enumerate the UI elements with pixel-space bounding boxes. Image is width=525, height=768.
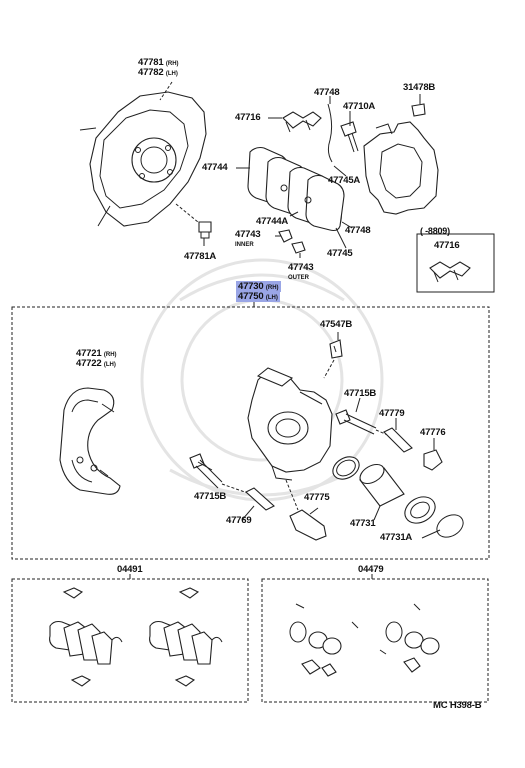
pad-kit-frame [11, 578, 249, 703]
piston-47731 [359, 463, 405, 507]
label-47748-bottom: 47748 [345, 225, 371, 236]
label-47750-number: 47750 [238, 291, 264, 302]
cylinder-kit-contents [289, 603, 440, 677]
leader-lines [197, 94, 441, 539]
cylinder-kit-frame [261, 578, 489, 703]
cylinder-boot [404, 496, 436, 524]
label-47715b-right: 47715B [344, 388, 377, 399]
cap-31478b [411, 103, 426, 117]
sleeve-47769 [245, 487, 275, 511]
label-47731a: 47731A [380, 532, 413, 543]
label-47779: 47779 [379, 408, 405, 419]
label-47730: 47730 (RH) [236, 281, 281, 293]
label-47716-top: 47716 [235, 112, 261, 123]
caliper-assembly-frame [11, 306, 490, 560]
label-kit-04491: 04491 [117, 564, 143, 575]
label-47722: 47722 (LH) [76, 359, 116, 370]
label-47782: 47782 (LH) [138, 68, 178, 79]
label-47781-side: (RH) [165, 61, 179, 67]
caliper-support [363, 121, 439, 215]
piston-seal [332, 456, 360, 480]
label-47716-inset: 47716 [434, 240, 460, 251]
caliper-body [247, 367, 333, 481]
label-47744: 47744 [202, 162, 228, 173]
wear-indicator-47743 [278, 229, 306, 254]
label-47722-number: 47722 [76, 358, 102, 369]
label-47782-number: 47782 [138, 67, 164, 78]
boot-47776 [423, 449, 443, 471]
label-47769: 47769 [226, 515, 252, 526]
label-47745: 47745 [327, 248, 353, 259]
label-47730-number: 47730 [238, 281, 264, 292]
label-47743-outer: 47743 [288, 262, 314, 273]
brake-pads-47744 [247, 146, 345, 232]
label-47731: 47731 [350, 518, 376, 529]
label-47721-side: (RH) [103, 352, 117, 358]
bolt-47781a [198, 221, 212, 239]
label-inner-word: INNER [235, 242, 254, 248]
set-ring-47731a [436, 514, 464, 538]
label-inset-range: ( -8809) [420, 226, 450, 236]
label-kit-04479: 04479 [358, 564, 384, 575]
bleeder-plug-47547b [329, 339, 343, 359]
label-47750: 47750 (LH) [236, 291, 280, 303]
label-47722-side: (LH) [103, 362, 116, 368]
label-47776: 47776 [420, 427, 446, 438]
boot-47775 [289, 509, 327, 541]
label-47743-inner: 47743 [235, 229, 261, 240]
bolt-47710a [340, 121, 359, 153]
slide-pin-47715b-left [189, 453, 223, 489]
label-47781a: 47781A [184, 251, 217, 262]
label-47744a: 47744A [256, 216, 289, 227]
label-47721-number: 47721 [76, 348, 102, 359]
label-47547b: 47547B [320, 319, 353, 330]
label-47721: 47721 (RH) [76, 349, 117, 360]
label-outer-word: OUTER [288, 275, 309, 281]
sleeve-47779 [383, 427, 413, 453]
pad-support-plate-47721 [59, 387, 121, 495]
inset-box [416, 233, 495, 293]
label-47710a: 47710A [343, 101, 376, 112]
anti-rattle-clip-47716 [282, 111, 322, 133]
label-47781: 47781 (RH) [138, 58, 179, 69]
label-47730-side: (RH) [265, 285, 279, 291]
dust-cover-plate [79, 91, 207, 227]
label-47781-number: 47781 [138, 57, 164, 68]
label-47750-side: (LH) [265, 295, 278, 301]
label-47748-top: 47748 [314, 87, 340, 98]
label-31478b: 31478B [403, 82, 436, 93]
label-47745a: 47745A [328, 175, 361, 186]
label-47715b-left: 47715B [194, 491, 227, 502]
slide-pin-47715b-right [335, 409, 377, 435]
label-47775: 47775 [304, 492, 330, 503]
diagram-code: MC H398-B [433, 700, 482, 711]
label-47782-side: (LH) [165, 71, 178, 77]
pad-kit-contents [49, 587, 223, 687]
